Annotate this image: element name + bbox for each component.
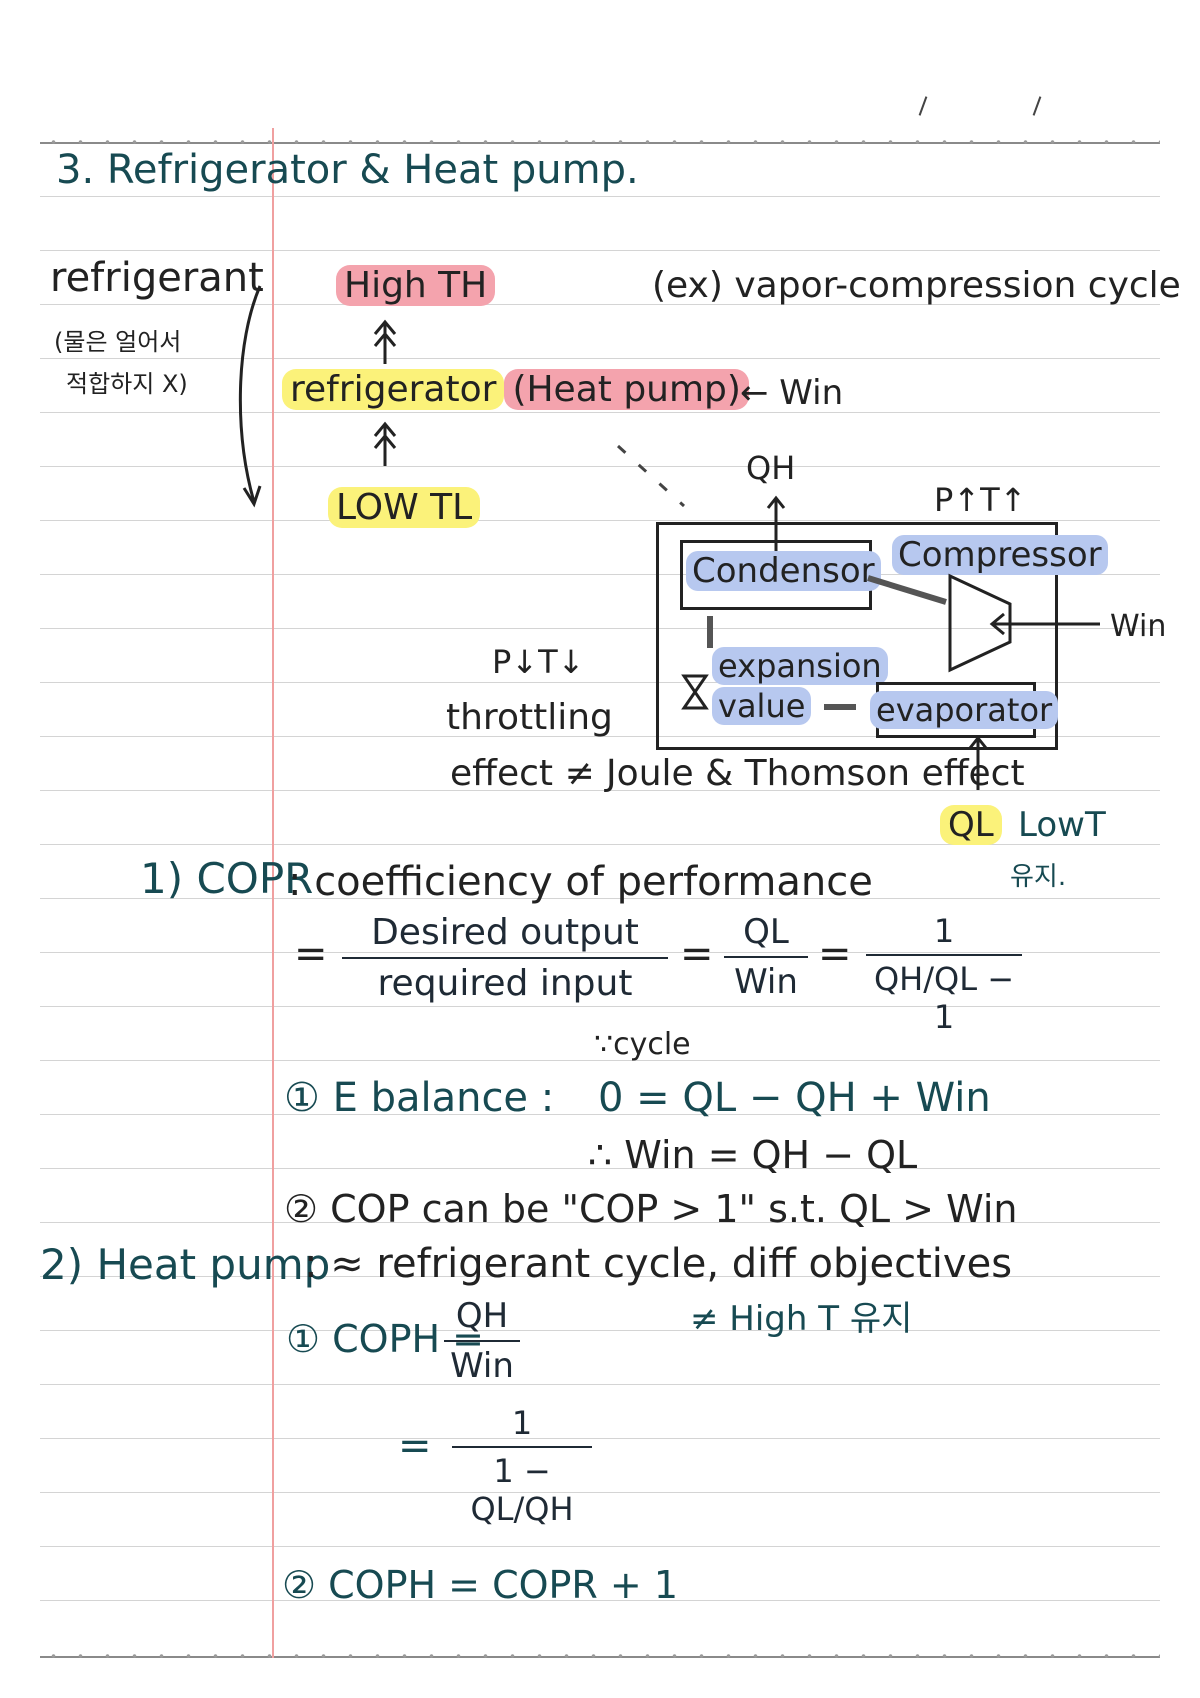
fraction-denominator: required input [377,963,633,1004]
rule-line [40,1546,1160,1547]
rule-line [40,1330,1160,1331]
fraction-denominator: Win [450,1346,514,1386]
pipe-segment [824,704,856,710]
fraction-denominator: QH/QL − 1 [873,960,1015,1036]
refrigerator-label: refrigerator(Heat pump) [282,369,749,410]
cycle-note: ∵cycle [594,1027,691,1062]
work-in-label: ← Win [740,373,844,413]
rule-line [40,844,1160,845]
rule-line [40,520,1160,521]
compressor-label: Compressor [892,535,1108,575]
fraction-denominator: 1 − QL/QH [470,1452,574,1528]
pipe-segment [707,616,713,648]
rule-line [40,952,1160,953]
page-title: 3. Refrigerator & Heat pump. [56,147,639,193]
equals-sign: = [398,1423,432,1469]
throttling-label: throttling [446,697,613,738]
arrow-up-icon [373,319,397,364]
expansion-label: expansion [712,647,888,685]
fraction-numerator: 1 [511,1404,533,1442]
heat-pump-heading: 2) Heat pump [40,1240,331,1289]
rule-line [40,790,1160,791]
arrow-up-icon [373,421,397,466]
heat-pump-label: (Heat pump) [504,369,749,410]
equals-sign: = [294,931,328,977]
date-slash [1032,96,1042,116]
pressure-temp-down-label: P↓T↓ [492,643,585,681]
energy-balance-eq: 0 = QL − QH + Win [598,1075,991,1121]
fraction-qh-win: QH Win [444,1296,520,1386]
fraction-desired-required: Desired output required input [342,912,668,1004]
dashed-connector [616,444,686,508]
fraction-one-over: 1 QH/QL − 1 [866,912,1022,1036]
rule-line [40,466,1160,467]
rule-line [40,1060,1160,1061]
example-caption: (ex) vapor-compression cycle [652,265,1181,306]
equals-sign: = [680,931,714,977]
valve-label: value [712,687,812,725]
rule-line [40,682,1160,683]
low-temp-label: LOW TL [328,487,481,528]
compressor-symbol [867,573,1100,673]
valve-icon [681,674,709,710]
side-note-korean-1: (물은 얼어서 [54,328,182,356]
rule-line [40,628,1160,629]
equals-sign: = [818,931,852,977]
energy-balance-label: ① E balance : [284,1075,555,1121]
heat-low-label: QL [940,805,1002,845]
rule-line [40,1276,1160,1277]
cop-note: ② COP can be "COP > 1" s.t. QL > Win [284,1187,1018,1231]
rule-line [40,1168,1160,1169]
rule-line [40,304,1160,305]
work-in-right-label: Win [1110,609,1167,644]
rule-line [40,1438,1160,1439]
rule-line [40,196,1160,197]
rule-dots [40,1654,1160,1658]
high-temp-label: High TH [336,265,496,306]
rule-line [40,1600,1160,1601]
evaporator-label: evaporator [870,691,1059,729]
heat-high-label: QH [746,449,796,487]
cop-r-definition: : coefficiency of performance [288,859,873,905]
heat-pump-note: ≠ High T 유지 [690,1299,913,1339]
arrow-up-icon [766,495,786,552]
keep-note: 유지. [1010,862,1067,892]
fraction-numerator: Desired output [371,912,639,953]
fraction-numerator: QL [743,912,789,952]
fraction-numerator: 1 [933,912,955,950]
fraction-ql-win: QL Win [724,912,808,1002]
cop-r-heading: 1) COPR [140,854,314,903]
side-note-korean-2: 적합하지 X) [66,370,188,398]
curved-arrow-icon [238,285,262,508]
arrow-up-icon [968,735,988,790]
fraction-numerator: QH [455,1296,509,1336]
condensor-label: Condensor [686,551,881,591]
rule-line [40,1006,1160,1007]
rule-line [40,250,1160,251]
rule-dots [40,140,1160,144]
margin-line [272,128,274,1658]
fraction-denominator: Win [734,962,798,1002]
effect-note: effect ≠ Joule & Thomson effect [450,753,1025,794]
fraction-one-minus: 1 1 − QL/QH [452,1404,592,1528]
heat-pump-desc: : ≈ refrigerant cycle, diff objectives [304,1241,1013,1287]
work-eq: ∴ Win = QH − QL [588,1133,918,1177]
rule-line [40,574,1160,575]
rule-line [40,898,1160,899]
rule-line [40,412,1160,413]
rule-line [40,736,1160,737]
side-note-word: refrigerant [50,255,264,301]
cycle-box [656,522,1058,750]
pressure-temp-up-label: P↑T↑ [934,481,1027,519]
rule-line [40,1492,1160,1493]
cop-relation: ② COPH = COPR + 1 [282,1563,679,1607]
rule-line [40,358,1160,359]
rule-line [40,1222,1160,1223]
cop-h-label: ① COPH = [286,1317,484,1361]
rule-line [40,1384,1160,1385]
low-temp-note: LowT [1018,805,1106,845]
date-slash [918,96,928,116]
rule-line [40,1114,1160,1115]
